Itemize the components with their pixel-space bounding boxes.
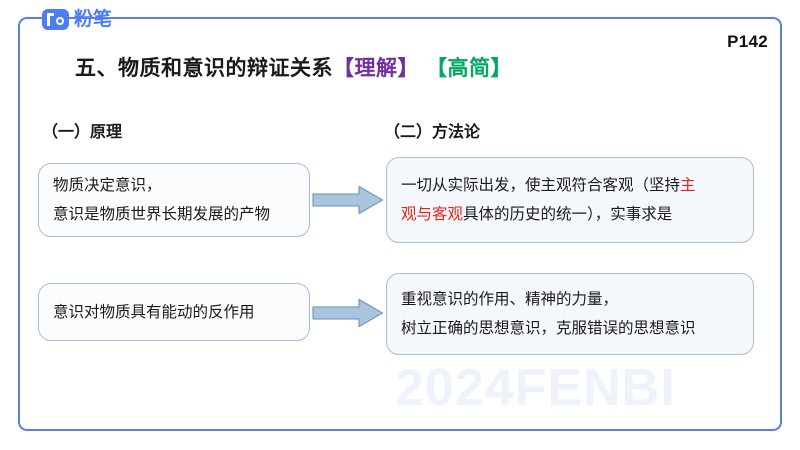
methodology-box-1-line-1-text: 一切从实际出发，使主观符合客观（坚持 [401,177,681,194]
principle-box-2-line-1: 意识对物质具有能动的反作用 [53,303,255,321]
page-number: P142 [727,32,768,51]
brand-name: 粉笔 [74,9,113,30]
methodology-box-2: 重视意识的作用、精神的力量， 树立正确的思想意识，克服错误的思想意识 [386,273,754,355]
principle-box-1: 物质决定意识， 意识是物质世界长期发展的产物 [38,163,310,237]
methodology-box-1-line-1: 一切从实际出发，使主观符合客观（坚持主 [401,171,739,200]
methodology-box-2-line-2: 树立正确的思想意识，克服错误的思想意识 [401,320,696,337]
principle-box-1-line-1: 物质决定意识， [53,177,162,194]
title-tag-brief: 【高简】 [426,57,512,80]
title-tag-understand: 【理解】 [333,57,419,80]
column-heading-principle: （一）原理 [42,124,123,141]
watermark: 2024FENBI [395,359,676,417]
methodology-box-1-line-2: 观与客观具体的历史的统一），实事求是 [401,200,739,229]
principle-box-1-line-2: 意识是物质世界长期发展的产物 [53,206,271,223]
methodology-box-1-line-2-text: 具体的历史的统一），实事求是 [463,206,673,223]
methodology-box-1: 一切从实际出发，使主观符合客观（坚持主 观与客观具体的历史的统一），实事求是 [386,157,754,243]
title-main: 五、物质和意识的辩证关系 [75,57,333,80]
methodology-box-1-highlight-1: 主 [680,177,696,194]
right-block-arrow-icon [312,185,384,215]
fenbi-logo-icon [42,9,69,30]
column-heading-methodology: （二）方法论 [384,124,481,141]
brand-logo: 粉笔 [42,9,112,30]
page-title: 五、物质和意识的辩证关系【理解】【高简】 [75,52,512,82]
frame-logo-notch [58,28,154,44]
right-block-arrow-icon [312,298,384,328]
methodology-box-1-highlight-2: 观与客观 [401,206,464,223]
principle-box-2: 意识对物质具有能动的反作用 [38,283,310,341]
methodology-box-2-line-1: 重视意识的作用、精神的力量， [401,291,619,308]
